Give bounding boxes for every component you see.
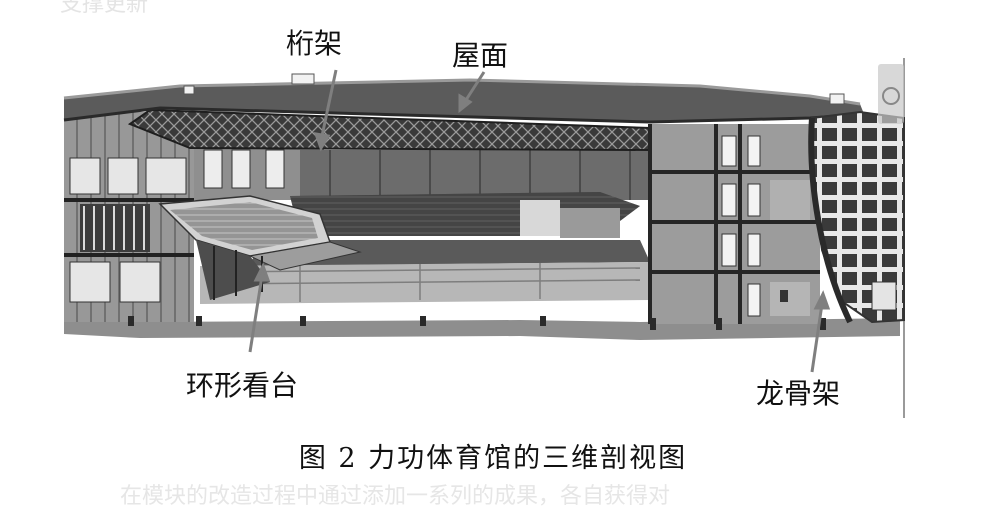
roof-arrowhead [458, 93, 473, 114]
label-keel-frame: 龙骨架 [756, 377, 841, 410]
faded-text-bottom: 在模块的改造过程中通过添加一系列的成果，各自获得对 [120, 484, 671, 509]
keel-arrowhead [813, 290, 831, 310]
label-roof: 屋面 [452, 39, 509, 72]
stand-leader-line [248, 275, 264, 353]
truss-arrowhead [313, 132, 331, 152]
label-ring-stand: 环形看台 [186, 369, 299, 402]
figure-caption: 图 2 力功体育馆的三维剖视图 [298, 443, 688, 474]
stand-arrowhead [253, 262, 271, 282]
figure: 支撑更新 [60, 0, 905, 509]
keel-leader-line [810, 303, 824, 373]
faded-text-top: 支撑更新 [60, 0, 149, 17]
sports-hall-cutaway [63, 58, 905, 418]
label-truss: 桁架 [286, 27, 343, 60]
roof-leader-line [464, 71, 486, 101]
truss-leader-line [320, 69, 338, 137]
